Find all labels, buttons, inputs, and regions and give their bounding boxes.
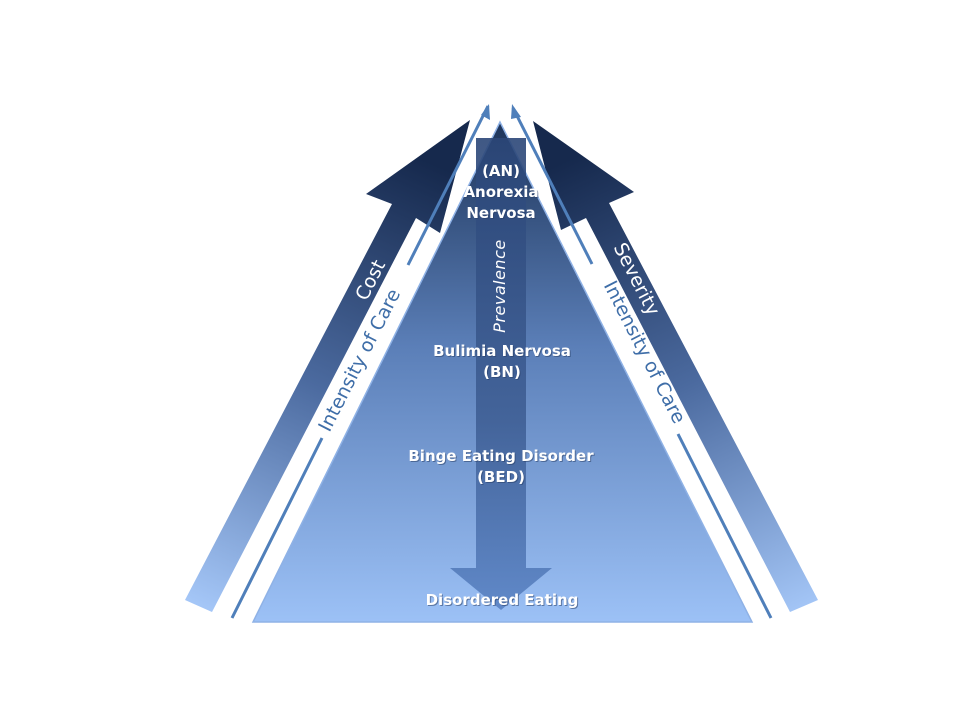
label-disordered-eating: Disordered Eating Disordered Eating xyxy=(426,591,580,610)
svg-text:Anorexia: Anorexia xyxy=(464,184,539,202)
prevalence-arrow xyxy=(450,138,552,610)
svg-text:Binge Eating Disorder: Binge Eating Disorder xyxy=(409,448,595,466)
left-cost-arrow xyxy=(185,120,470,612)
svg-text:Nervosa: Nervosa xyxy=(467,205,536,223)
svg-text:(BN): (BN) xyxy=(483,363,521,381)
label-anorexia: (AN) (AN) Anorexia Anorexia Nervosa Nerv… xyxy=(463,162,539,223)
label-binge-eating: Binge Eating Disorder Binge Eating Disor… xyxy=(408,447,595,487)
svg-text:Binge Eating Disorder: Binge Eating Disorder xyxy=(408,447,594,465)
left-thin-arrow xyxy=(230,104,490,619)
svg-text:(BN): (BN) xyxy=(484,364,522,382)
right-thin-arrow xyxy=(511,104,773,619)
svg-text:Disordered Eating: Disordered Eating xyxy=(427,592,580,610)
svg-text:(AN): (AN) xyxy=(482,162,520,180)
svg-text:(AN): (AN) xyxy=(483,163,521,181)
prevalence-label: Prevalence xyxy=(490,239,509,332)
svg-text:(BED): (BED) xyxy=(477,468,525,486)
right-severity-arrow xyxy=(533,121,818,612)
svg-text:Nervosa: Nervosa xyxy=(466,204,535,222)
label-bulimia: Bulimia Nervosa Bulimia Nervosa (BN) (BN… xyxy=(433,342,572,382)
svg-text:(BED): (BED) xyxy=(478,469,526,487)
svg-text:Bulimia Nervosa: Bulimia Nervosa xyxy=(434,343,572,361)
svg-text:Bulimia Nervosa: Bulimia Nervosa xyxy=(433,342,571,360)
svg-text:Disordered Eating: Disordered Eating xyxy=(426,591,579,609)
svg-text:Anorexia: Anorexia xyxy=(463,183,538,201)
